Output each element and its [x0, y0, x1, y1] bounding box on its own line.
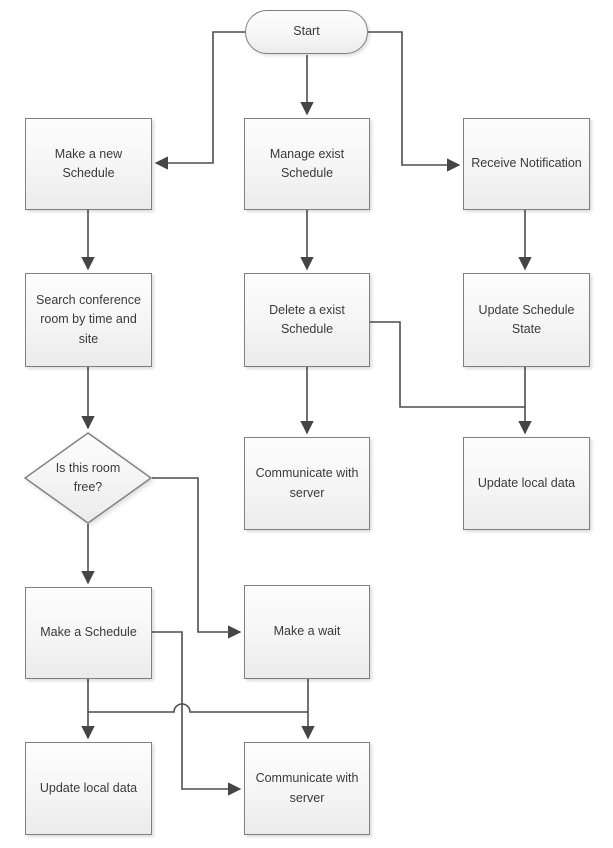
node-communicate-with-server-bottom: Communicate with server [244, 742, 370, 835]
node-search-conference-room-label: Search conference room by time and site [36, 292, 141, 346]
node-update-schedule-state: Update Schedule State [463, 273, 590, 367]
edge-start-to-make-new [154, 31, 245, 170]
node-start: Start [245, 10, 368, 54]
node-receive-notification-label: Receive Notification [471, 156, 582, 171]
node-manage-exist-schedule: Manage exist Schedule [244, 118, 370, 210]
node-receive-notification: Receive Notification [463, 118, 590, 210]
node-update-local-data-left: Update local data [25, 742, 152, 835]
node-communicate-with-server-bottom-label: Communicate with server [255, 771, 359, 805]
decision-diamond-shape [24, 432, 152, 524]
node-make-a-wait: Make a wait [244, 585, 370, 679]
node-update-schedule-state-label: Update Schedule State [478, 302, 575, 336]
node-communicate-with-server-mid-label: Communicate with server [255, 466, 359, 500]
node-delete-exist-schedule: Delete a exist Schedule [244, 273, 370, 367]
node-make-a-schedule: Make a Schedule [25, 587, 152, 679]
node-is-this-room-free-label: Is this room free? [55, 460, 121, 494]
node-manage-exist-schedule-label: Manage exist Schedule [269, 146, 345, 180]
node-make-a-wait-label: Make a wait [273, 624, 341, 639]
edge-bottom-junction-connector [88, 703, 308, 713]
node-communicate-with-server-mid: Communicate with server [244, 437, 370, 530]
node-start-label: Start [293, 24, 320, 39]
node-update-local-data-right-label: Update local data [477, 475, 576, 490]
node-update-local-data-left-label: Update local data [39, 780, 138, 795]
edge-decision-to-make-wait [152, 477, 242, 639]
node-update-local-data-right: Update local data [463, 437, 590, 530]
node-make-a-new-schedule: Make a new Schedule [25, 118, 152, 210]
node-make-a-schedule-label: Make a Schedule [40, 625, 137, 640]
node-delete-exist-schedule-label: Delete a exist Schedule [269, 302, 345, 336]
node-search-conference-room: Search conference room by time and site [25, 273, 152, 367]
node-make-a-new-schedule-label: Make a new Schedule [54, 146, 123, 180]
node-is-this-room-free-decision: Is this room free? [24, 432, 152, 524]
edge-start-to-receive [368, 31, 461, 172]
edge-make-schedule-to-communicate-bottom [152, 631, 242, 796]
